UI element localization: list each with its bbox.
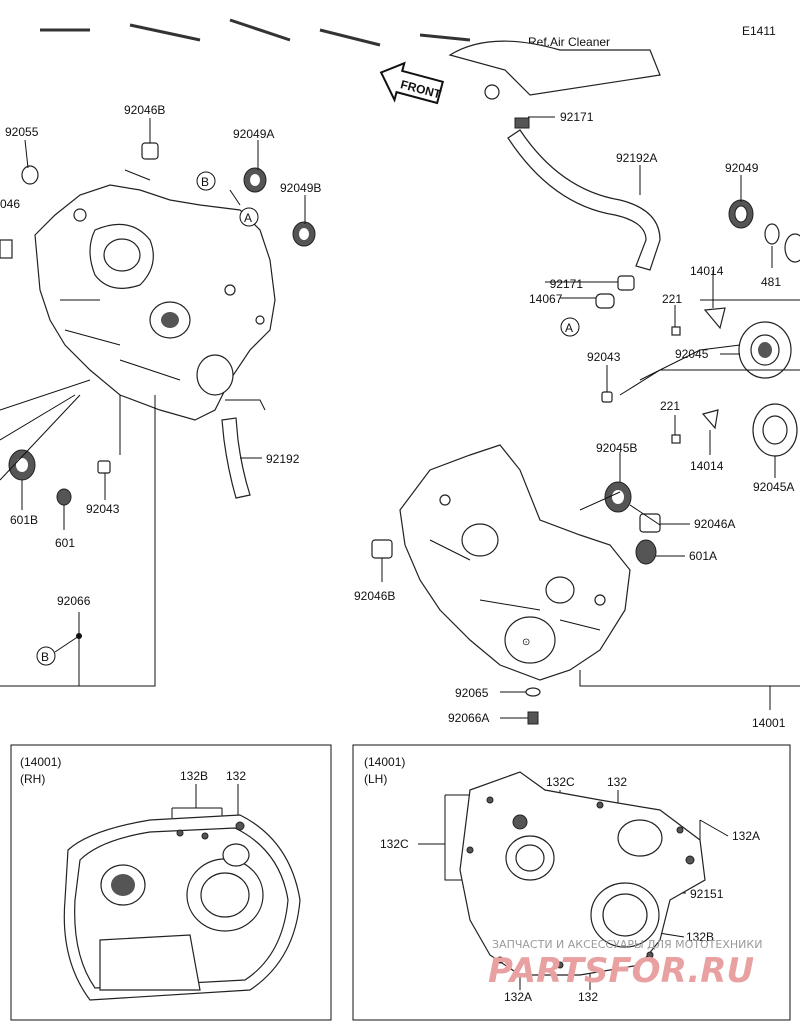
svg-text:B: B: [41, 650, 49, 664]
bearing-92046b: [141, 142, 159, 160]
washer-92065: [525, 687, 541, 697]
callout: 92049B: [280, 181, 321, 195]
plug-92066a: [527, 711, 539, 725]
crankcase-lh: ⊙: [399, 444, 631, 681]
watermark-tagline: ЗАПЧАСТИ И АКСЕССУАРЫ ДЛЯ МОТОТЕХНИКИ: [492, 938, 762, 951]
callout: 92046A: [694, 517, 735, 531]
header-artifacts: [40, 18, 471, 47]
callout: 92043: [86, 502, 120, 516]
clamp-92171-bottom: [617, 275, 635, 291]
ref-a-top: A: [239, 207, 259, 227]
air-cleaner-shape: [448, 40, 661, 96]
callout: 92192: [266, 452, 300, 466]
callout: 92171: [560, 110, 594, 124]
crankcase-rh: [34, 184, 276, 421]
inset-lh-title: (14001): [364, 755, 405, 769]
callout: 92049A: [233, 127, 274, 141]
leader-lines: [0, 116, 800, 719]
callout: 221: [660, 399, 680, 413]
inset-lh-label: 132A: [504, 990, 532, 1004]
inset-lh-label: 92151: [690, 887, 724, 901]
callout: 14014: [690, 459, 724, 473]
callout: 14067: [529, 292, 563, 306]
inset-lh-label: 132: [607, 775, 627, 789]
callout: 14001: [752, 716, 786, 730]
callout: 601B: [10, 513, 38, 527]
inset-rh-title: (14001): [20, 755, 61, 769]
inset-lh-label: 132A: [732, 829, 760, 843]
inset-rh-side: (RH): [20, 772, 45, 786]
joint-14067: [595, 293, 615, 309]
ref-a-mid: A: [560, 317, 580, 337]
callout: 92046B: [124, 103, 165, 117]
inset-rh-label: 132B: [180, 769, 208, 783]
callout: 221: [662, 292, 682, 306]
screw-221-b: [671, 434, 681, 444]
watermark-logo: PARTSFOR.RU: [488, 951, 754, 991]
callout: 92046B: [354, 589, 395, 603]
page-ref: E1411: [742, 24, 776, 38]
clamp-hole: [484, 84, 500, 100]
callout: 14014: [690, 264, 724, 278]
bearing-92046b-2: [371, 539, 393, 559]
inset-rh-label: 132: [226, 769, 246, 783]
bearing-92046a: [639, 513, 661, 533]
callout: 481: [761, 275, 781, 289]
bearing-601a: [635, 539, 657, 565]
callout: 92055: [5, 125, 39, 139]
inset-lh-label: 132B: [686, 930, 714, 944]
inset-lh-label: 132: [578, 990, 598, 1004]
bearing-92045: [738, 321, 792, 379]
bearing-edge: [784, 233, 800, 263]
callout: 92045B: [596, 441, 637, 455]
svg-text:A: A: [244, 211, 252, 225]
bearing-601: [56, 488, 72, 506]
svg-text:B: B: [201, 175, 209, 189]
callout: 92045A: [753, 480, 794, 494]
bearing-046: [0, 239, 13, 259]
pin-92043-b: [97, 460, 111, 474]
callout: 601A: [689, 549, 717, 563]
inset-rh: (14001) (RH) 132B 132: [10, 744, 332, 1021]
plate-14014-a: [703, 307, 726, 330]
circlip-92055: [21, 165, 39, 185]
callout: 92065: [455, 686, 489, 700]
callout: 601: [55, 536, 75, 550]
inset-lh-label: 132C: [546, 775, 575, 789]
callout: 92171: [550, 277, 584, 291]
callout: 92045: [675, 347, 709, 361]
callout: 92066A: [448, 711, 489, 725]
screw-221-a: [671, 326, 681, 336]
pin-92043-a: [601, 391, 613, 403]
callout: 046: [0, 197, 20, 211]
inset-lh-label: 132C: [380, 837, 409, 851]
plate-14014-b: [701, 409, 719, 430]
circlip-481: [764, 223, 780, 245]
inset-lh: (14001) (LH) 132C 132 132C 132A 92151 13…: [352, 744, 791, 1021]
callout: 92049: [725, 161, 759, 175]
callout-labels: 92046B 92055 92049A 92049B 046 92171 921…: [0, 103, 794, 730]
front-arrow: FRONT: [379, 61, 445, 105]
ref-b-top: B: [196, 171, 216, 191]
ref-b-bottom: B: [36, 646, 56, 666]
ref-note: Ref.Air Cleaner: [528, 35, 610, 49]
callout: 92066: [57, 594, 91, 608]
callout: 92043: [587, 350, 621, 364]
svg-text:A: A: [565, 321, 573, 335]
clamp-92171-top: [514, 117, 530, 129]
bearing-92045a: [752, 403, 798, 457]
svg-text:⊙: ⊙: [522, 637, 530, 648]
callout: 92192A: [616, 151, 657, 165]
inset-lh-side: (LH): [364, 772, 387, 786]
tube-92192: [221, 417, 251, 499]
hose-92192a: [507, 129, 661, 271]
